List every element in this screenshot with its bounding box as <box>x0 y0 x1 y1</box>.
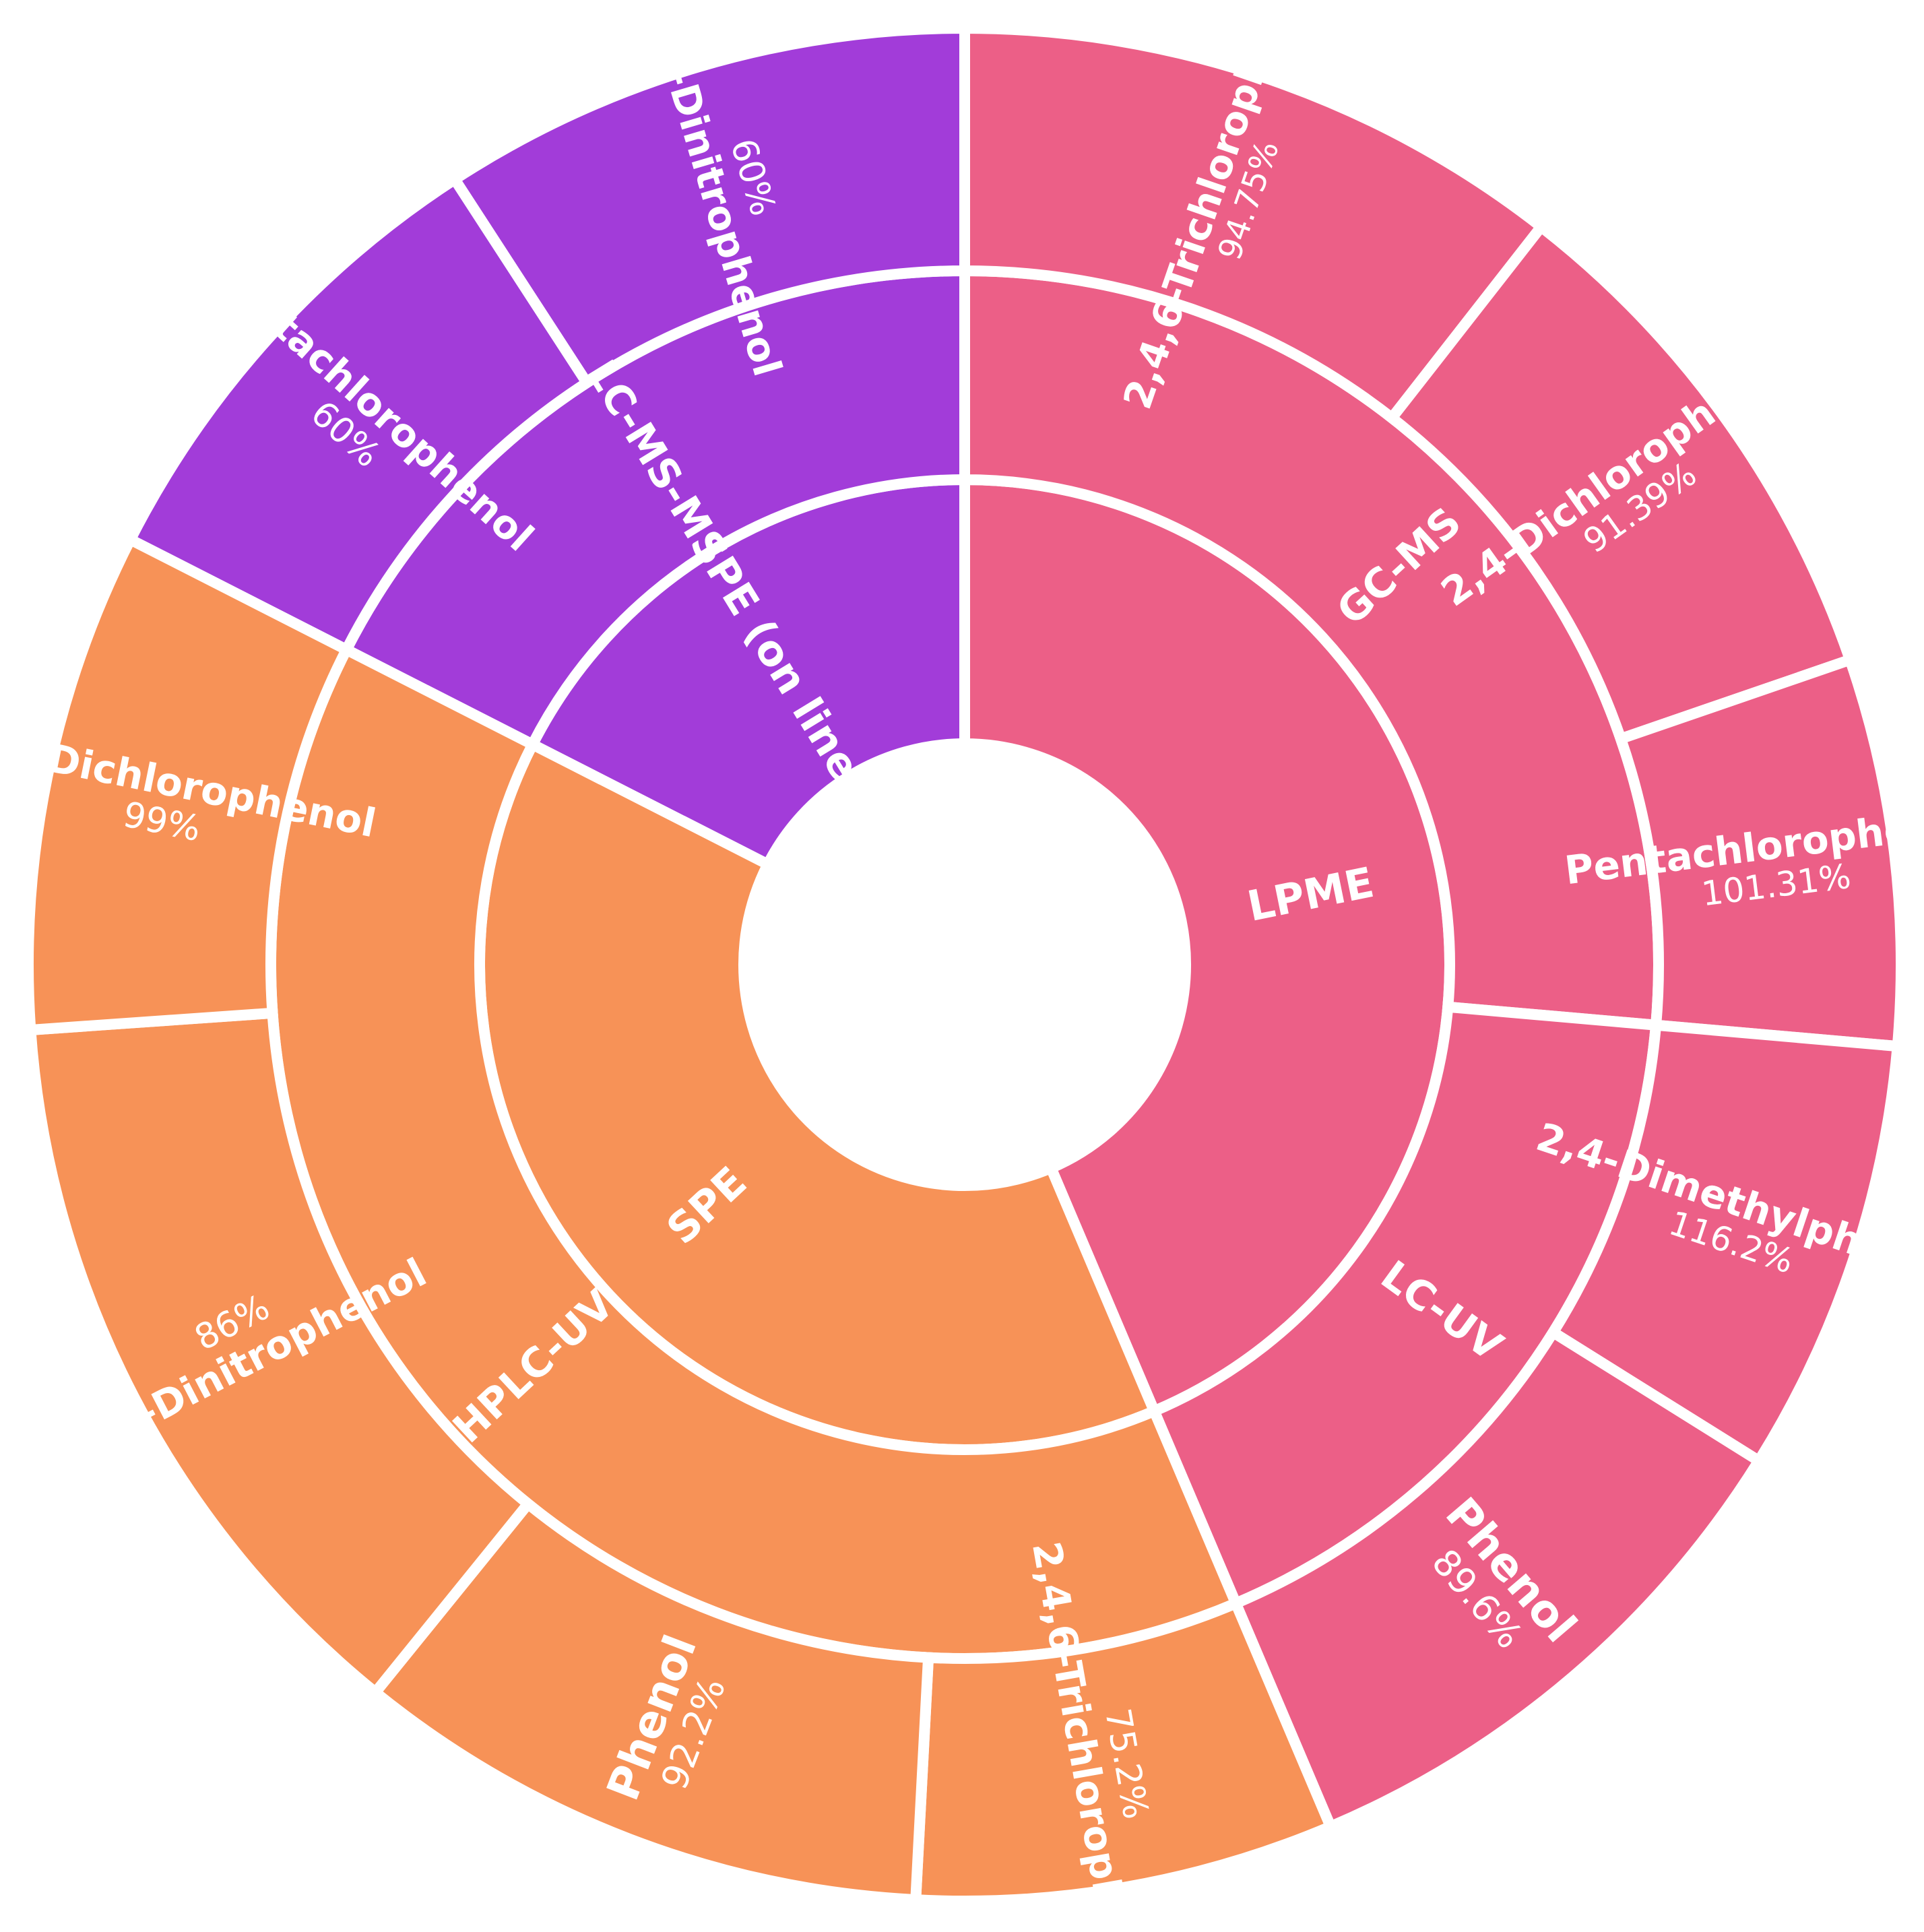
segment-spe-2-4-dichlorophenol[interactable] <box>23 532 354 1036</box>
sunburst-segments <box>23 22 1906 1906</box>
segment-spe-2-4-dinitrophenol[interactable] <box>24 1007 536 1700</box>
segment-spe-on-line-pentachlorophenol[interactable] <box>123 172 595 657</box>
